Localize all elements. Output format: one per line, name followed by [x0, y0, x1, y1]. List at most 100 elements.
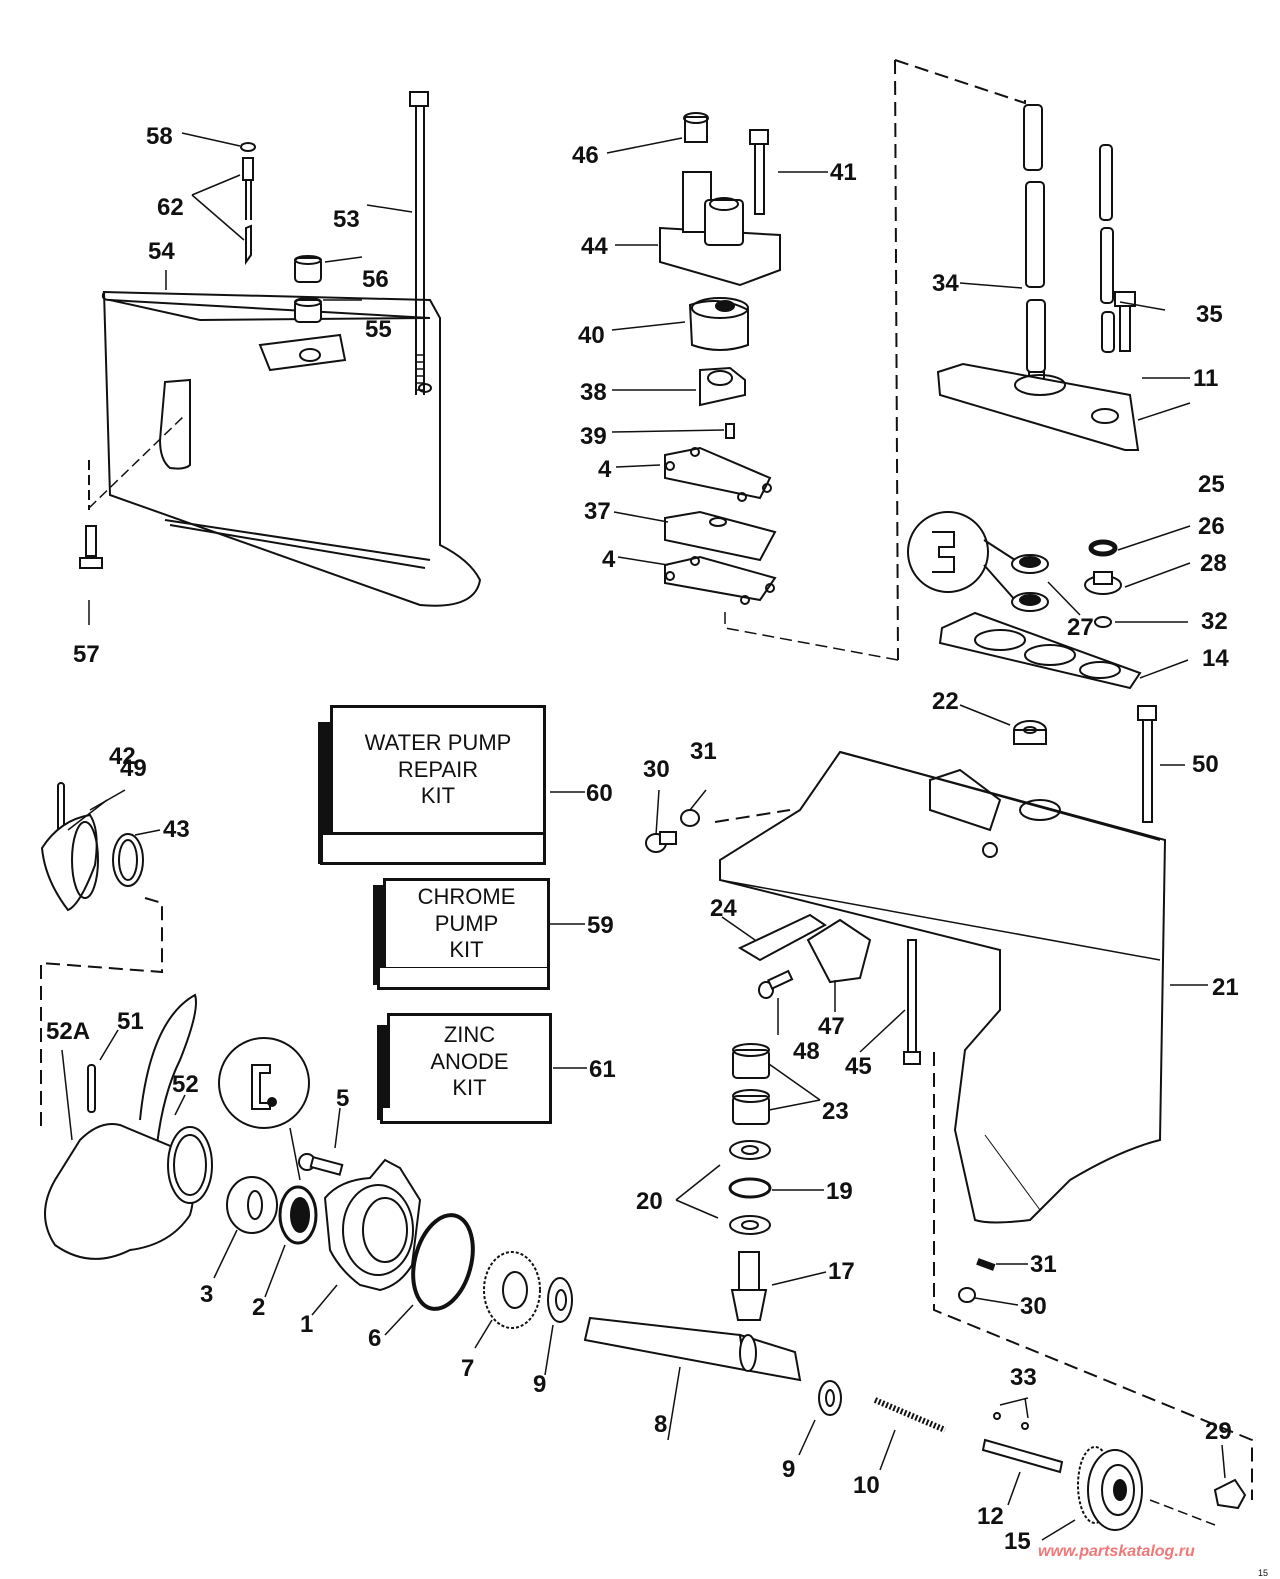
callout-1: 1 [300, 1311, 314, 1338]
callout-56: 56 [362, 266, 389, 293]
bushing-55 [294, 297, 322, 323]
callout-42: 42 [109, 743, 136, 770]
reverse-gear-15 [1077, 1446, 1143, 1531]
washer-31-upper [680, 809, 700, 827]
forward-gear-7 [483, 1251, 541, 1329]
anode-47 [806, 918, 872, 984]
callout-52: 52 [172, 1071, 199, 1098]
leaders-upper-left [88, 132, 413, 625]
kit-61-line-2: ANODE [430, 1048, 509, 1074]
callout-31-upper: 31 [690, 738, 717, 765]
corner-mark: 15 [1258, 1568, 1269, 1578]
callout-54: 54 [148, 238, 175, 265]
callout-48: 48 [793, 1038, 820, 1065]
callout-14: 14 [1202, 645, 1229, 672]
callout-26: 26 [1198, 513, 1225, 540]
callout-55: 55 [365, 316, 392, 343]
callout-20: 20 [636, 1188, 663, 1215]
callout-31-lower: 31 [1030, 1251, 1057, 1278]
thrust-washer-20-upper [729, 1140, 771, 1160]
screw-57 [79, 460, 103, 569]
shift-rod-35 [1099, 144, 1115, 353]
callout-22: 22 [932, 688, 959, 715]
kit-60-line-2: REPAIR [397, 756, 479, 782]
thrust-washer-9-b [818, 1380, 842, 1416]
seal-detail-circle [907, 511, 1016, 601]
oring-58 [240, 142, 256, 152]
impeller-cup-40 [688, 297, 749, 351]
callout-9-b: 9 [782, 1456, 796, 1483]
thrust-washer-20-lower [729, 1215, 771, 1235]
thrust-washer-3 [226, 1176, 278, 1234]
screw-30-upper [645, 831, 677, 853]
kit-60-line-3: KIT [420, 783, 456, 809]
callout-53: 53 [333, 206, 360, 233]
kit-61-line-3: KIT [452, 1075, 487, 1101]
propeller-shaft-8 [583, 1316, 802, 1382]
callout-37: 37 [584, 498, 611, 525]
callout-28: 28 [1200, 550, 1227, 577]
bearing-23 [732, 1043, 770, 1125]
callout-52A: 52A [46, 1018, 91, 1045]
oring-26 [1088, 539, 1118, 557]
callout-35: 35 [1196, 301, 1223, 328]
callout-40: 40 [578, 322, 605, 349]
impeller-key-39 [725, 423, 735, 439]
pump-housing-44 [659, 171, 781, 287]
callout-4-upper: 4 [598, 456, 612, 483]
callout-10: 10 [853, 1472, 880, 1499]
callout-46: 46 [572, 142, 599, 169]
gasket-4-upper [664, 446, 772, 502]
oring-6 [411, 1213, 475, 1311]
leaders-gearcase [655, 704, 1208, 1306]
gearcase-housing-21 [719, 750, 1167, 1224]
callout-15: 15 [1004, 1528, 1031, 1555]
bolt-11 [1114, 291, 1136, 352]
screw-5 [298, 1153, 344, 1176]
seal-27 [1011, 554, 1049, 612]
callout-38: 38 [580, 379, 607, 406]
callout-43: 43 [163, 816, 190, 843]
dashed-outline-right [714, 809, 1253, 1500]
callout-41: 41 [830, 159, 857, 186]
seal-detail-circle-lower [218, 1037, 310, 1129]
callout-61: 61 [589, 1056, 616, 1083]
callout-50: 50 [1192, 751, 1219, 778]
callout-45: 45 [845, 1053, 872, 1080]
callout-58: 58 [146, 123, 173, 150]
gasket-14 [938, 611, 1142, 690]
impeller-plate-37 [664, 510, 777, 562]
stud-45 [903, 939, 921, 1065]
bushing-22 [1013, 720, 1047, 745]
spring-10 [873, 1397, 947, 1433]
callout-44: 44 [581, 233, 608, 260]
propeller-52 [44, 993, 213, 1260]
leaders-water-pump [606, 137, 899, 661]
detent-balls-33 [993, 1412, 1029, 1430]
callout-2: 2 [252, 1294, 266, 1321]
callout-12: 12 [977, 1503, 1004, 1530]
screw-48 [758, 969, 794, 999]
retainer-32 [1094, 616, 1112, 628]
kit-59-line-3: KIT [449, 937, 484, 963]
thrust-bearing-19 [728, 1177, 772, 1199]
callout-34: 34 [932, 270, 959, 297]
callout-7: 7 [461, 1355, 475, 1382]
callout-62: 62 [157, 194, 184, 221]
callout-30-upper: 30 [643, 756, 670, 783]
callout-47: 47 [818, 1013, 845, 1040]
drive-shaft-34 [1023, 104, 1046, 395]
shear-pin-51 [87, 1064, 96, 1113]
callout-59: 59 [587, 912, 614, 939]
callout-60: 60 [586, 780, 613, 807]
bolt-41 [749, 129, 769, 215]
bolt-50 [1137, 705, 1157, 823]
kit-60-line-1: WATER PUMP [364, 730, 512, 756]
callout-17: 17 [828, 1258, 855, 1285]
callout-24: 24 [710, 895, 737, 922]
drain-parts-31-30 [958, 1258, 996, 1303]
seal-2 [278, 1185, 318, 1245]
callout-39: 39 [580, 423, 607, 450]
callout-8: 8 [654, 1411, 668, 1438]
